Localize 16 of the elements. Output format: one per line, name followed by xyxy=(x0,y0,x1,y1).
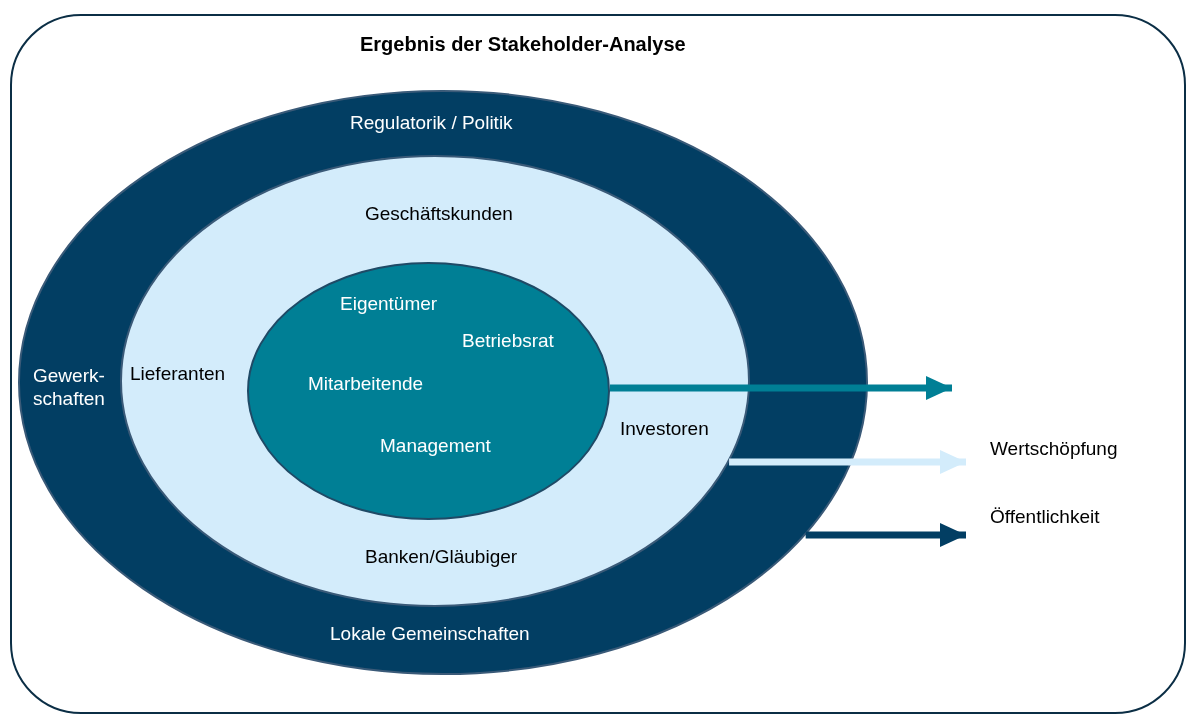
arrow xyxy=(729,450,966,474)
stakeholder-label: Gewerk- schaften xyxy=(33,365,106,411)
stakeholder-label: Mitarbeitende xyxy=(308,373,424,396)
arrow xyxy=(609,376,952,400)
title-text: Ergebnis der Stakeholder-Analyse xyxy=(360,32,686,56)
output-label: Öffentlichkeit xyxy=(990,506,1100,529)
stakeholder-label: Lokale Gemeinschaften xyxy=(330,623,530,646)
stakeholder-label: Betriebsrat xyxy=(462,330,554,353)
stakeholder-label: Eigentümer xyxy=(340,293,438,316)
stakeholder-label: Management xyxy=(380,435,491,458)
stakeholder-label: Regulatorik / Politik xyxy=(350,112,513,135)
output-label: Wertschöpfung xyxy=(990,438,1118,461)
stakeholder-label: Investoren xyxy=(620,418,709,441)
stakeholder-label: Geschäftskunden xyxy=(365,203,513,226)
stakeholder-label: Banken/Gläubiger xyxy=(365,546,518,569)
stakeholder-label: Lieferanten xyxy=(130,363,226,386)
